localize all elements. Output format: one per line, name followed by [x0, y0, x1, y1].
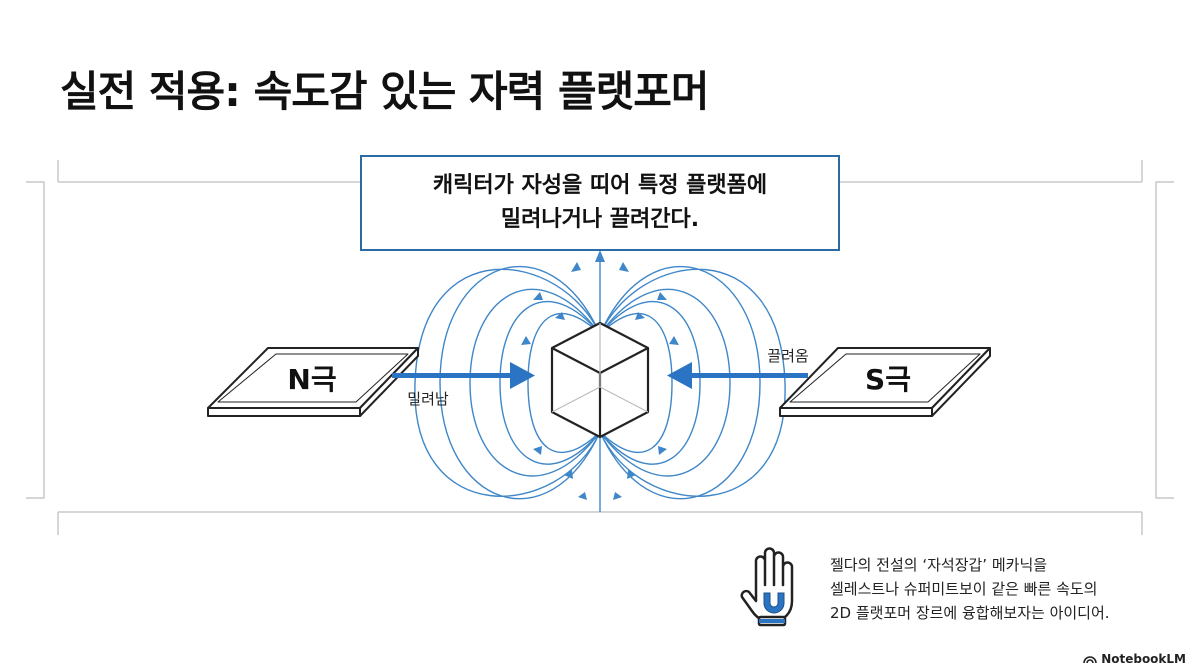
- push-arrow: [392, 362, 535, 389]
- s-pole-plate: [779, 347, 991, 417]
- field-arrowheads: [521, 250, 679, 500]
- callout-box: 캐릭터가 자성을 띠어 특정 플랫폼에 밀려나거나 끌려간다.: [360, 155, 840, 251]
- character-cube: [550, 321, 650, 439]
- page-title: 실전 적용: 속도감 있는 자력 플랫포머: [60, 67, 710, 116]
- pull-label: 끌려옴: [767, 347, 808, 365]
- idea-note: 젤다의 전설의 ‘자석장갑’ 메카닉을 셀레스트나 슈퍼미트보이 같은 빠른 속…: [830, 553, 1170, 625]
- brand-watermark: NotebookLM: [1083, 652, 1186, 666]
- note-line-2: 셀레스트나 슈퍼미트보이 같은 빠른 속도의: [830, 580, 1098, 598]
- note-line-1: 젤다의 전설의 ‘자석장갑’ 메카닉을: [830, 556, 1048, 574]
- brand-name: NotebookLM: [1101, 652, 1186, 666]
- n-pole-label: N극: [287, 363, 336, 396]
- magnetic-field-lines: [414, 255, 786, 512]
- n-pole-plate: [207, 347, 419, 417]
- pull-arrow: [667, 362, 808, 389]
- notebooklm-logo-icon: [1083, 656, 1097, 664]
- note-line-3: 2D 플랫포머 장르에 융합해보자는 아이디어.: [830, 604, 1110, 622]
- s-pole-label: S극: [865, 363, 911, 396]
- magnet-glove-icon: [740, 547, 794, 627]
- callout-line-2: 밀려나거나 끌려간다.: [500, 207, 700, 232]
- push-label: 밀려남: [407, 390, 449, 408]
- callout-line-1: 캐릭터가 자성을 띠어 특정 플랫폼에: [432, 173, 768, 198]
